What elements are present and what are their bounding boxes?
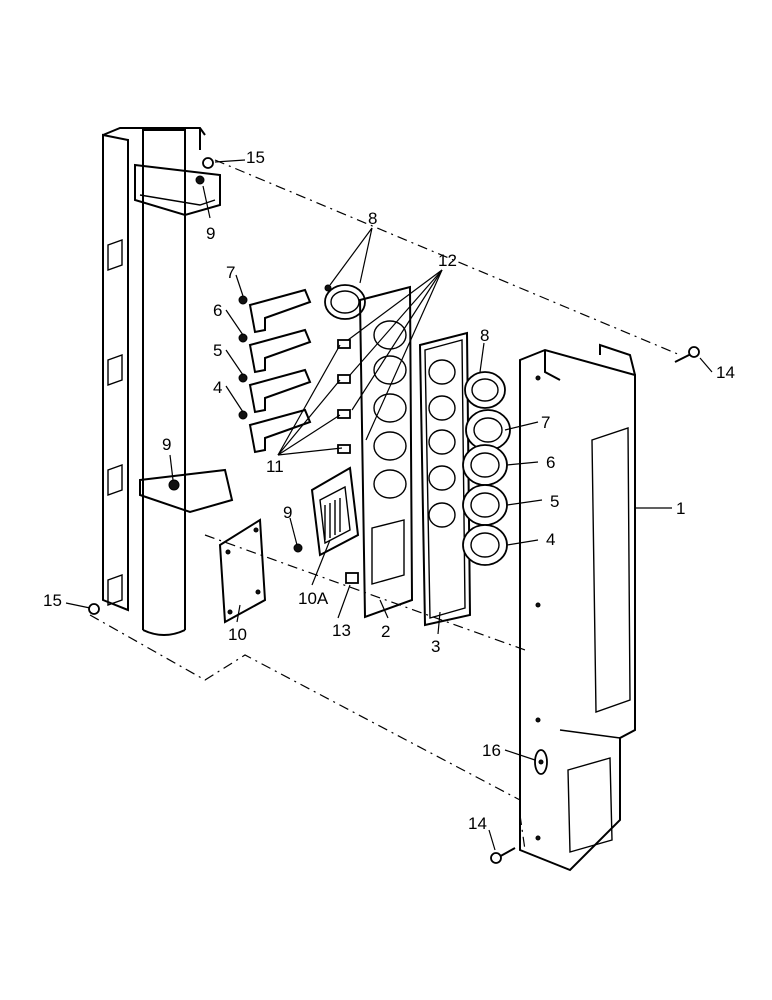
assembly-reference-lines [89, 159, 681, 851]
callout-9-middle: 9 [162, 435, 171, 454]
callout-7-bracket: 7 [226, 263, 235, 282]
callout-14-top: 14 [716, 363, 735, 382]
screws [88, 157, 700, 864]
callout-2: 2 [381, 622, 390, 641]
callout-15-top: 15 [246, 148, 265, 167]
callout-11: 11 [266, 457, 284, 476]
panel-2 [358, 285, 414, 619]
callout-10a: 10A [298, 589, 329, 608]
callout-4-gauge: 4 [546, 530, 555, 549]
callout-9-lower: 9 [283, 503, 292, 522]
callout-6-gauge: 6 [546, 453, 555, 472]
callout-16: 16 [482, 741, 501, 760]
callout-4-bracket: 4 [213, 378, 222, 397]
callout-7-gauge: 7 [541, 413, 550, 432]
callout-12: 12 [438, 251, 457, 270]
gauge-brackets [238, 288, 312, 454]
callout-15-bottom: 15 [43, 591, 62, 610]
callout-10: 10 [228, 625, 247, 644]
callout-1: 1 [676, 499, 685, 518]
small-gauge-8 [324, 284, 366, 320]
callout-labels: 15 9 8 12 7 6 5 4 11 8 7 6 5 4 1 9 9 10A… [43, 148, 735, 833]
callout-13: 13 [332, 621, 351, 640]
leader-lines [65, 159, 713, 851]
callout-8-gauge: 8 [480, 326, 489, 345]
bulb-sockets [337, 339, 351, 454]
callout-14-bottom: 14 [468, 814, 487, 833]
callout-5-bracket: 5 [213, 341, 222, 360]
mounting-column [102, 127, 234, 636]
callout-5-gauge: 5 [550, 492, 559, 511]
circuit-board [310, 466, 360, 557]
cover-plate [218, 518, 359, 624]
panel-3 [418, 331, 472, 627]
callout-9-top: 9 [206, 224, 215, 243]
callout-6-bracket: 6 [213, 301, 222, 320]
gauges [462, 371, 511, 566]
callout-8-small-gauge: 8 [368, 209, 377, 228]
housing [519, 343, 636, 872]
callout-3: 3 [431, 637, 440, 656]
